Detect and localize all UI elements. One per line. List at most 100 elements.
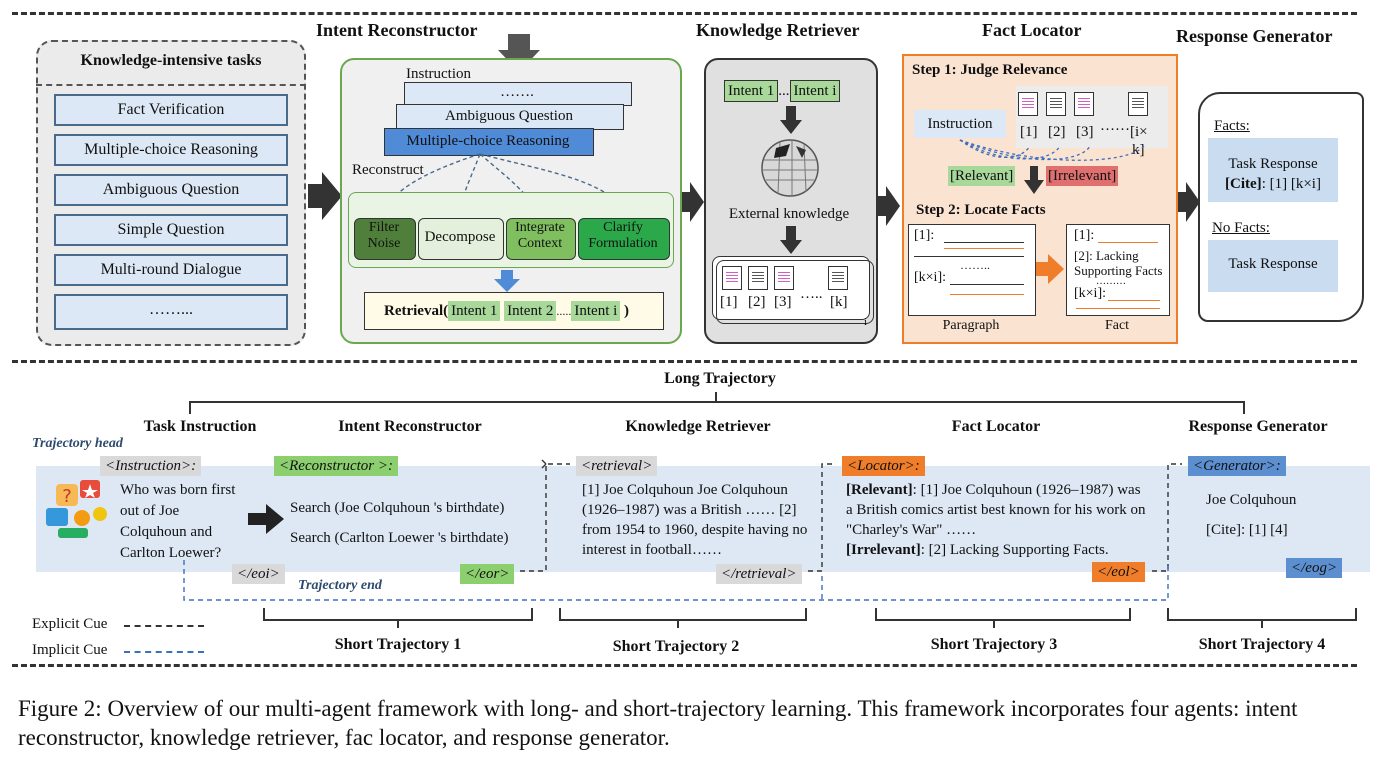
question-people-icon: ?: [46, 480, 107, 538]
down-arrow-icon: [780, 106, 802, 134]
short-trajectory-1: Short Trajectory 1: [334, 636, 462, 653]
intent-dots: …….: [500, 84, 534, 100]
relevant-tag: [Relevant]: [948, 166, 1016, 186]
header-task-instruction: Task Instruction: [143, 418, 257, 435]
instruction-tag: <Instruction>:: [100, 456, 202, 476]
op-decompose: [418, 218, 504, 260]
task-more: ……...: [54, 294, 288, 330]
retriever-intent-i: Intent i: [789, 80, 841, 102]
fact-dots: ………: [1096, 276, 1126, 287]
op-clarify-label: Clarify Formulation: [588, 220, 658, 251]
task-ambiguous: Ambiguous Question: [54, 174, 288, 206]
loc-doc-ik: [i×: [1130, 124, 1148, 140]
arrow-icon: [248, 504, 284, 534]
external-knowledge-label: External knowledge: [728, 206, 850, 222]
retrieval-close: ): [624, 303, 630, 319]
retr-doc-k: [k]: [830, 294, 848, 310]
document-icon: [748, 266, 768, 290]
down-arrow-icon: [1024, 166, 1044, 194]
loc-relevant-text: : [1] Joe Colquhoun (1926–1987) was a Br…: [846, 482, 1146, 538]
document-icon: [1128, 92, 1148, 116]
wikipedia-globe-icon: [761, 139, 819, 197]
bottom-separator: [12, 664, 1357, 667]
locator-text: [Relevant]: [1] Joe Colquhoun (1926–1987…: [846, 480, 1150, 560]
intent-ambiguous: Ambiguous Question: [445, 108, 573, 124]
retrieval-text: [1] Joe Colquhoun Joe Colquhoun (1926–19…: [582, 482, 808, 558]
gen-cite-rest: : [1] [k×i]: [1261, 176, 1321, 192]
short-trajectory-brackets: [263, 608, 1357, 628]
eol-tag: </eol>: [1092, 562, 1145, 582]
intent-chip-i: Intent i: [571, 301, 621, 321]
fact-label: Fact: [1104, 318, 1130, 333]
task-fact-verification: Fact Verification: [54, 94, 288, 126]
retr-doc-1: [1]: [720, 294, 738, 310]
retriever-intents: Intent 1...Intent i: [724, 80, 841, 102]
fact-line-1: [1]:: [1074, 228, 1095, 243]
header-locator: Fact Locator: [951, 418, 1041, 435]
gen-cite-bold: [Cite]: [1225, 176, 1262, 192]
fact-line-k: [k×i]:: [1074, 286, 1106, 301]
paragraph-line-k: [k×i]:: [914, 270, 946, 285]
retriever-title: Knowledge Retriever: [696, 20, 860, 40]
implicit-cue-line: [124, 651, 204, 653]
gen-nofacts-label: No Facts:: [1212, 220, 1270, 236]
loc-doc-1: [1]: [1020, 124, 1038, 140]
task-multi-round: Multi-round Dialogue: [54, 254, 288, 286]
search-2: Search (Carlton Loewer 's birthdate): [290, 530, 509, 546]
document-icon: [774, 266, 794, 290]
figure-caption: Figure 2: Overview of our multi-agent fr…: [18, 696, 1298, 750]
retrieval-tag: <retrieval>: [576, 456, 658, 476]
gen-cite-row: [Cite]: [1] [k×i]: [1208, 176, 1338, 193]
gen-task-response: Task Response: [1228, 156, 1318, 172]
retr-doc-3: [3]: [774, 294, 792, 310]
down-arrow-icon: [498, 34, 540, 72]
document-icon: [828, 266, 848, 290]
task-simple: Simple Question: [54, 214, 288, 246]
paragraph-line-1: [1]:: [914, 228, 935, 243]
retr-doc-dots: …..: [800, 286, 823, 302]
gen-name: Joe Colquhoun: [1206, 492, 1297, 508]
op-integrate-label: Integrate Context: [515, 220, 565, 251]
irrelevant-tag: [Irrelevant]: [1046, 166, 1119, 186]
search-1: Search (Joe Colquhoun 's birthdate): [290, 500, 505, 516]
intent-instruction-label: Instruction: [406, 66, 471, 82]
locator-tag: <Locator>:: [842, 456, 925, 476]
intent-title: Intent Reconstructor: [316, 20, 478, 40]
question-text: Who was born first out of Joe Colquhoun …: [120, 482, 236, 561]
locator-instruction: Instruction: [914, 110, 1006, 138]
judge-arrows: [959, 139, 1145, 161]
generator-tag: <Generator>:: [1188, 456, 1286, 476]
document-icon: [1074, 92, 1094, 116]
tasks-title: Knowledge-intensive tasks: [80, 52, 262, 69]
cue-lines: [183, 459, 1182, 601]
eoi-tag: </eoi>: [232, 564, 285, 584]
step2-label: Step 2: Locate Facts: [916, 202, 1046, 218]
op-filter-noise: [354, 218, 416, 260]
gen-facts-box: [1208, 138, 1338, 202]
op-integrate: [506, 218, 576, 260]
intent-chip-1: Intent 1: [448, 301, 501, 321]
explicit-cue-label: Explicit Cue: [32, 616, 108, 632]
paragraph-label: Paragraph: [942, 318, 1000, 333]
retrieval-label: Retrieval(: [384, 303, 449, 319]
long-trajectory-bracket: [189, 392, 1245, 414]
op-clarify: [578, 218, 670, 260]
retrieval-end-tag: </retrieval>: [716, 564, 802, 584]
orange-arrow-icon: [1036, 254, 1064, 284]
retrieval-row: Retrieval(Intent 1 Intent 2.....Intent i…: [384, 301, 629, 321]
intent-mcr: Multiple-choice Reasoning: [406, 133, 570, 149]
gen-cite: [Cite]: [1] [4]: [1206, 522, 1288, 538]
header-retriever: Knowledge Retriever: [625, 418, 771, 435]
implicit-cue-label: Implicit Cue: [32, 642, 108, 658]
loc-relevant: [Relevant]: [846, 482, 913, 498]
intent-chip-2: Intent 2: [504, 301, 557, 321]
eog-tag: </eog>: [1286, 558, 1343, 578]
reconstructor-tag: <Reconstructor >:: [274, 456, 398, 476]
document-icon: [722, 266, 742, 290]
retr-doc-2: [2]: [748, 294, 766, 310]
svg-text:?: ?: [62, 486, 72, 507]
document-icon: [1046, 92, 1066, 116]
paragraph-dots: ……..: [960, 258, 990, 272]
explicit-cue-line: [124, 625, 204, 627]
gen-facts-label: Facts:: [1214, 118, 1250, 134]
